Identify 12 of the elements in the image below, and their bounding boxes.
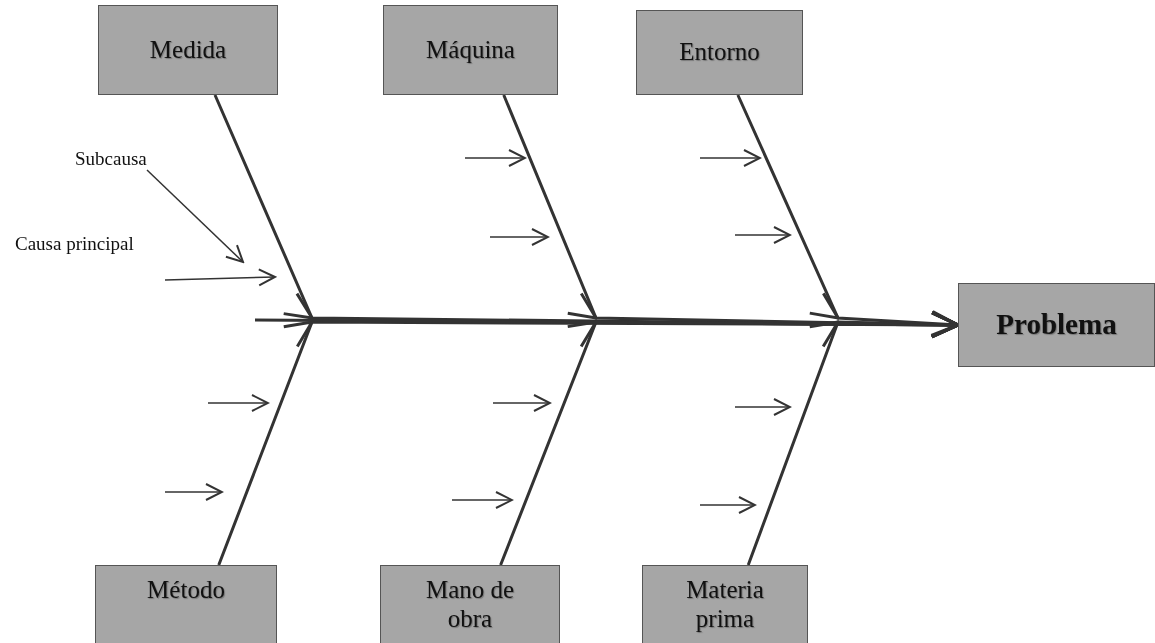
callout-text: Causa principal (15, 233, 134, 255)
cause-box: Máquina (383, 5, 558, 95)
cause-box: Método (95, 565, 277, 643)
cause-box: Medida (98, 5, 278, 95)
cause-box: Mano de obra (380, 565, 560, 643)
arrow (736, 94, 959, 337)
leader-line (146, 169, 244, 263)
arrow (255, 311, 960, 339)
problem-box: Problema (958, 283, 1155, 367)
callout-text: Subcausa (75, 148, 147, 170)
cause-box: Entorno (636, 10, 803, 95)
cause-box: Materia prima (642, 565, 808, 643)
